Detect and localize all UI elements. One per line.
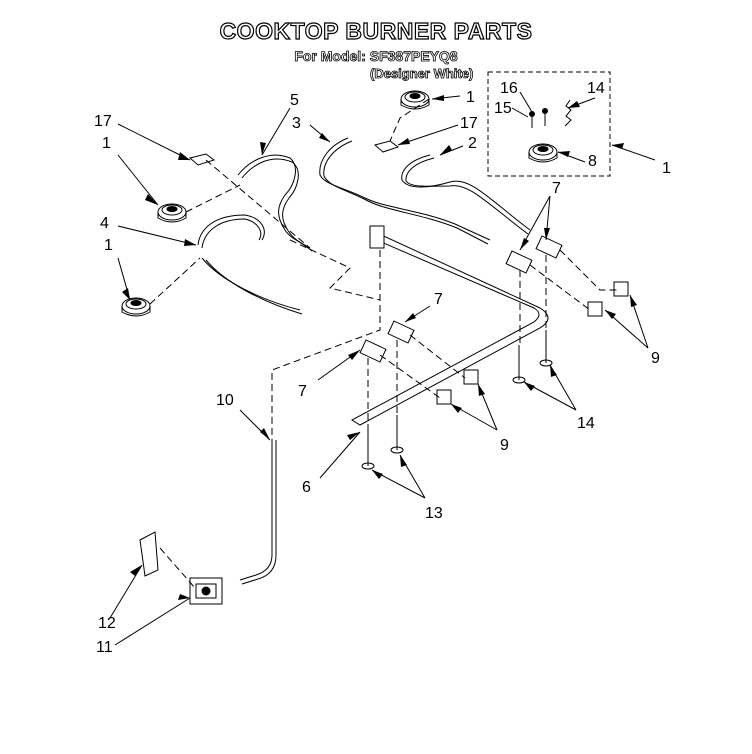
callout-5: 5: [290, 92, 299, 109]
model-line: For Model: SF387PEYQ8: [0, 48, 752, 65]
callout-2: 2: [468, 135, 477, 152]
tube-2: [401, 154, 531, 231]
callout-7-center: 7: [434, 291, 443, 308]
tube-3: [319, 137, 491, 241]
callout-9-left: 9: [500, 437, 509, 454]
model-label: For Model:: [294, 48, 366, 65]
regulator: [189, 577, 223, 605]
valves: [359, 235, 563, 363]
burner-left-rear: [157, 203, 187, 223]
assembly-lines: [149, 98, 620, 589]
callout-3: 3: [292, 115, 301, 132]
burner-sealed-inset: [528, 99, 572, 163]
supply-tube: [239, 440, 273, 581]
model-number: SF387PEYQ8: [369, 48, 458, 65]
callout-6: 6: [302, 479, 311, 496]
inset-box: [487, 71, 611, 177]
callout-16: 16: [500, 80, 518, 97]
callout-7-left: 7: [298, 383, 307, 400]
callout-11: 11: [96, 639, 113, 656]
tube-4: [197, 214, 301, 311]
tube-5: [237, 154, 311, 249]
burner-right-rear: [400, 90, 430, 110]
burner-left-front: [121, 297, 151, 317]
callout-1-left-rear: 1: [102, 135, 111, 152]
bracket-left: [188, 153, 216, 166]
callout-17-left: 17: [94, 113, 112, 130]
orifice-holders: [436, 281, 629, 405]
callout-1-inset: 1: [662, 160, 671, 177]
callout-4: 4: [100, 215, 109, 232]
callout-10-label: 10: [216, 392, 234, 409]
callout-13: 14: [587, 80, 605, 97]
callout-8: 8: [588, 153, 597, 170]
callout-labels: 17 1 4 1 5 3 1 17 2 16 15 14 8 1 7 7 7 9…: [94, 80, 671, 656]
callout-1-right-rear: 1: [466, 89, 475, 106]
variant-label: (Designer White): [370, 66, 474, 82]
screws: [361, 330, 553, 470]
arrowheads: [122, 95, 637, 600]
callout-14-right: 14: [577, 415, 595, 432]
callout-12: 12: [98, 615, 116, 632]
regulator-bracket: [139, 531, 159, 577]
callout-9-right: 9: [651, 350, 660, 367]
leader-lines: [109, 91, 656, 646]
callout-15: 15: [494, 100, 512, 117]
page-title: COOKTOP BURNER PARTS: [219, 17, 533, 44]
callout-1-left-front: 1: [104, 237, 113, 254]
callout-14-left: 13: [425, 505, 443, 522]
bracket-right: [373, 140, 400, 153]
callout-17-right: 17: [460, 115, 478, 132]
callout-7-right: 7: [552, 180, 561, 197]
